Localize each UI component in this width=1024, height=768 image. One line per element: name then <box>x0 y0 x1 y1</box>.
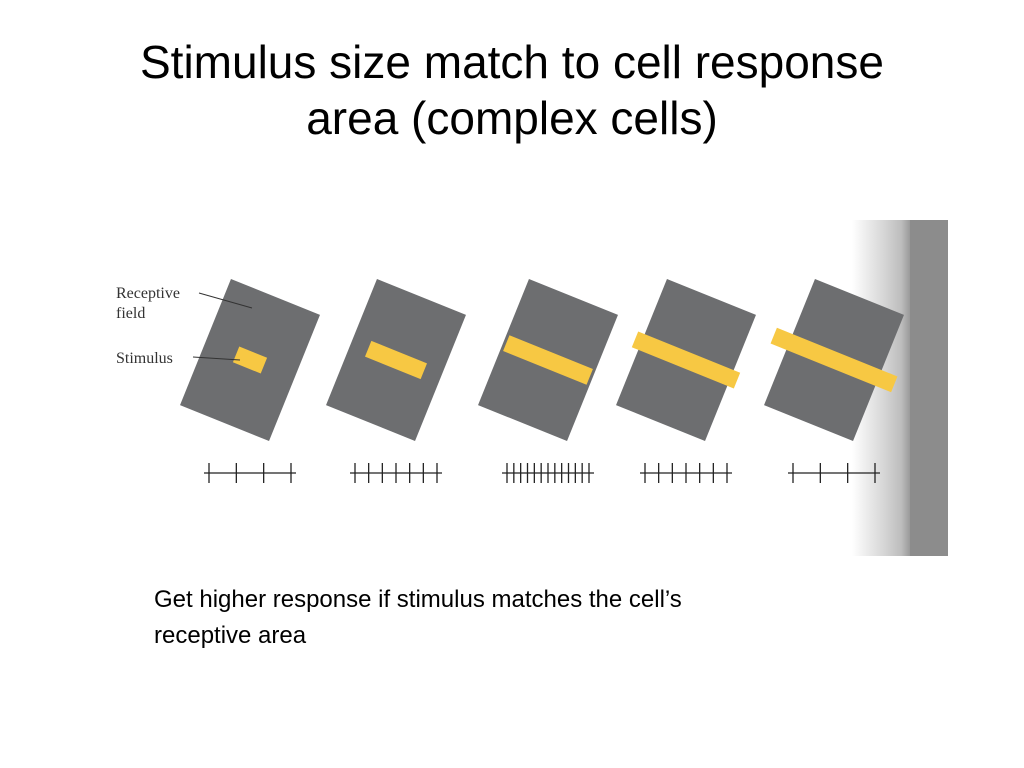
stimulus-bar <box>365 340 427 380</box>
panel-4 <box>616 278 756 483</box>
slide-title: Stimulus size match to cell response are… <box>40 34 984 146</box>
panel-1 <box>180 278 320 483</box>
panel-5 <box>764 278 904 483</box>
caption: Get higher response if stimulus matches … <box>154 582 874 654</box>
labels: Receptive field Stimulus <box>116 285 253 367</box>
spike-train <box>640 463 732 483</box>
panel-3 <box>478 278 618 483</box>
slide-title-line-2: area (complex cells) <box>306 92 718 144</box>
receptive-field-leader-line <box>198 292 253 309</box>
caption-line-2: receptive area <box>154 622 307 649</box>
receptive-field-label-line-2: field <box>116 305 145 322</box>
stimulus-bar <box>232 346 268 374</box>
slide-title-line-1: Stimulus size match to cell response <box>140 36 884 88</box>
receptive-field-label-line-1: Receptive <box>116 285 180 302</box>
stimulus-bar <box>631 331 741 389</box>
spike-train <box>204 463 296 483</box>
panel-2 <box>326 278 466 483</box>
stimulus-bar <box>770 327 898 393</box>
receptive-field-figure: Receptive field Stimulus <box>112 220 948 556</box>
stimulus-leader-line <box>192 356 241 361</box>
stimulus-label: Stimulus <box>116 350 173 367</box>
spike-train <box>502 463 594 483</box>
caption-line-1: Get higher response if stimulus matches … <box>154 586 682 613</box>
page-fold-shadow <box>852 220 948 556</box>
stimulus-bar <box>503 335 593 385</box>
spike-train <box>350 463 442 483</box>
figure-canvas: Receptive field Stimulus <box>116 220 948 556</box>
spike-train <box>788 463 880 483</box>
